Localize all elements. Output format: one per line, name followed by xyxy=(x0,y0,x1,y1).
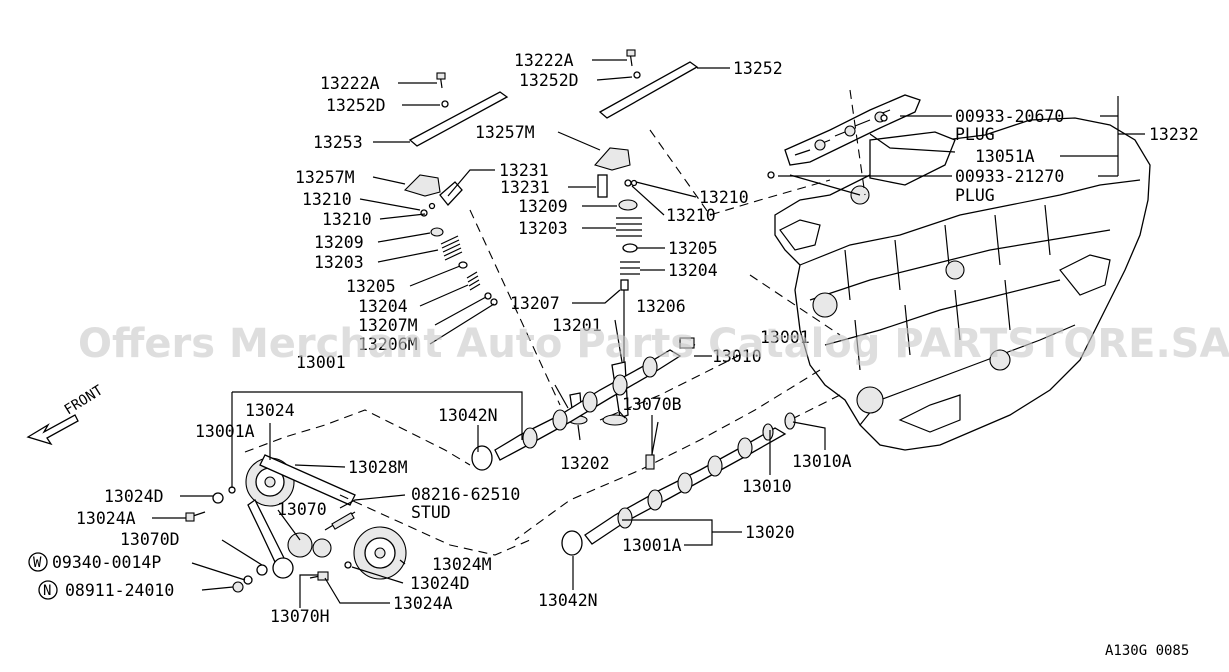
part-label: 13204 xyxy=(668,261,718,280)
part-label: 00933-20670 xyxy=(955,107,1064,126)
part-label: 08911-24010 xyxy=(65,581,174,600)
part-label: 13051A xyxy=(975,147,1035,166)
front-label: FRONT xyxy=(62,382,107,418)
part-label: 13231 xyxy=(500,178,550,197)
part-label: 13001 xyxy=(760,328,810,347)
part-label: 13070H xyxy=(270,607,330,626)
part-label: 13001A xyxy=(622,536,682,555)
part-label: 13010A xyxy=(792,452,852,471)
timing-belt-system xyxy=(185,454,407,593)
part-label: 13010 xyxy=(712,347,762,366)
part-label: 13207 xyxy=(510,294,560,313)
part-label: 13257M xyxy=(295,168,355,187)
part-label: 13253 xyxy=(313,133,363,152)
part-label: 13024M xyxy=(432,555,492,574)
part-label: 13252 xyxy=(733,59,783,78)
part-label: 13209 xyxy=(518,197,568,216)
part-label: 13203 xyxy=(314,253,364,272)
part-label: 13222A xyxy=(514,51,574,70)
part-label: 13205 xyxy=(668,239,718,258)
part-label: 13206M xyxy=(358,335,418,354)
marker-n: N xyxy=(43,583,51,599)
part-labels: 13222A 13252D 13253 13257M 13210 13210 1… xyxy=(52,51,1199,626)
part-label: STUD xyxy=(411,503,451,522)
part-label: 13252D xyxy=(519,71,579,90)
part-label: 09340-0014P xyxy=(52,553,161,572)
head-cover xyxy=(767,94,956,205)
part-label: 13202 xyxy=(560,454,610,473)
part-label: 08216-62510 xyxy=(411,485,520,504)
part-label: 13209 xyxy=(314,233,364,252)
part-label: PLUG xyxy=(955,186,995,205)
part-label: 13257M xyxy=(475,123,535,142)
camshaft-lower xyxy=(561,412,796,556)
part-label: 13024 xyxy=(245,401,295,420)
part-label: 13001 xyxy=(296,353,346,372)
part-label: 13042N xyxy=(538,591,598,610)
camshaft-upper xyxy=(471,349,682,471)
part-label: 13252D xyxy=(326,96,386,115)
part-label: 13210 xyxy=(322,210,372,229)
part-label: 13231 xyxy=(499,161,549,180)
watermark: Offers Merchant Auto Parts Catalog PARTS… xyxy=(78,321,1229,367)
part-label: PLUG xyxy=(955,125,995,144)
part-label: 13204 xyxy=(358,297,408,316)
right-rocker-assembly xyxy=(594,49,699,370)
part-label: 13201 xyxy=(552,316,602,335)
part-label: 13024A xyxy=(76,509,136,528)
marker-w: W xyxy=(33,555,42,571)
part-label: 13205 xyxy=(346,277,396,296)
part-label: 13001A xyxy=(195,422,255,441)
part-label: 13010 xyxy=(742,477,792,496)
engine-block xyxy=(774,117,1151,451)
leader-lines xyxy=(152,59,1145,608)
part-label: 13203 xyxy=(518,219,568,238)
part-label: 00933-21270 xyxy=(955,167,1064,186)
left-rocker-assembly xyxy=(403,72,569,409)
part-label: 13070 xyxy=(277,500,327,519)
part-label: 13207M xyxy=(358,316,418,335)
part-label: 13206 xyxy=(636,297,686,316)
part-label: 13070B xyxy=(622,395,682,414)
part-label: 13042N xyxy=(438,406,498,425)
part-label: 13024A xyxy=(393,594,453,613)
front-arrow: FRONT xyxy=(26,382,107,446)
part-label: 13070D xyxy=(120,530,180,549)
part-label: 13210 xyxy=(302,190,352,209)
part-label: 13024D xyxy=(410,574,470,593)
diagram-code: A130G 0085 xyxy=(1105,643,1189,659)
part-label: 13024D xyxy=(104,487,164,506)
part-label: 13232 xyxy=(1149,125,1199,144)
part-label: 13210 xyxy=(666,206,716,225)
part-label: 13222A xyxy=(320,74,380,93)
part-label: 13020 xyxy=(745,523,795,542)
circle-markers: W N xyxy=(28,552,58,600)
part-label: 13028M xyxy=(348,458,408,477)
part-label: 13210 xyxy=(699,188,749,207)
